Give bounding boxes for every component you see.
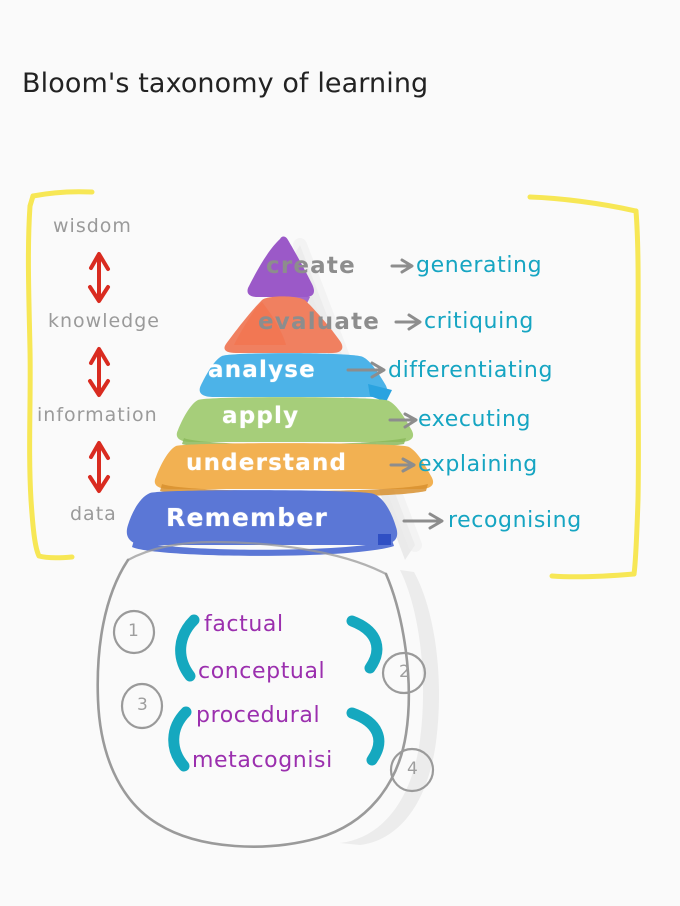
hierarchy-label-knowledge: knowledge <box>48 310 160 332</box>
knowledge-dimension-number-4: 4 <box>407 759 418 779</box>
pyramid-tier-remember-shape <box>126 490 398 556</box>
tier-label-understand: understand <box>186 450 348 476</box>
number-circle-2 <box>381 651 427 695</box>
arrow-create-to-verb <box>390 258 414 274</box>
pyramid-tier-analyse-shape <box>199 353 392 402</box>
red-double-arrow-information-data <box>88 441 110 493</box>
tier-verb-explaining: explaining <box>418 452 538 477</box>
knowledge-circle-outline-top <box>126 540 388 576</box>
number-circle-4 <box>389 747 435 793</box>
knowledge-dimension-number-3: 3 <box>137 695 148 715</box>
tier-verb-executing: executing <box>418 407 532 432</box>
tier-verb-generating: generating <box>416 253 543 278</box>
tier-label-remember: Remember <box>166 503 329 532</box>
knowledge-dimension-metacognitive: metacognisi <box>192 748 333 773</box>
knowledge-circle-shadow <box>340 570 440 845</box>
page-title: Bloom's taxonomy of learning <box>22 68 429 99</box>
tier-verb-recognising: recognising <box>448 508 582 533</box>
tier-label-evaluate: evaluate <box>258 309 381 335</box>
knowledge-dimension-procedural: procedural <box>196 703 321 728</box>
arrow-remember-to-verb <box>402 512 444 530</box>
tier-label-analyse: analyse <box>208 357 316 383</box>
red-double-arrow-wisdom-knowledge <box>88 252 110 303</box>
knowledge-circle-outline <box>96 558 411 848</box>
teal-bracket-left-upper <box>175 614 200 682</box>
knowledge-dimension-conceptual: conceptual <box>198 659 326 684</box>
yellow-bracket-right <box>527 194 641 580</box>
arrow-evaluate-to-verb <box>394 313 422 331</box>
tier-verb-critiquing: critiquing <box>424 309 534 334</box>
arrow-understand-to-verb <box>389 457 416 473</box>
number-circle-1 <box>112 609 156 655</box>
tier-label-apply: apply <box>222 403 300 429</box>
tier-verb-differentiating: differentiating <box>388 358 554 383</box>
yellow-bracket-left <box>25 189 95 561</box>
knowledge-dimension-number-1: 1 <box>128 621 139 641</box>
knowledge-dimension-factual: factual <box>204 612 284 637</box>
tier-label-create: create <box>266 253 356 279</box>
knowledge-dimension-number-2: 2 <box>399 662 410 682</box>
hierarchy-label-wisdom: wisdom <box>53 215 132 237</box>
hierarchy-label-data: data <box>70 503 117 525</box>
teal-bracket-right-upper <box>346 615 383 674</box>
arrow-apply-to-verb <box>388 412 418 429</box>
number-circle-3 <box>120 682 164 730</box>
red-double-arrow-knowledge-information <box>88 347 110 397</box>
pyramid-tier-evaluate-shape <box>224 296 343 353</box>
arrow-analyse-to-verb <box>346 361 386 379</box>
hierarchy-label-information: information <box>37 404 158 426</box>
teal-bracket-right-lower <box>346 707 385 766</box>
teal-bracket-left-lower <box>168 706 192 772</box>
